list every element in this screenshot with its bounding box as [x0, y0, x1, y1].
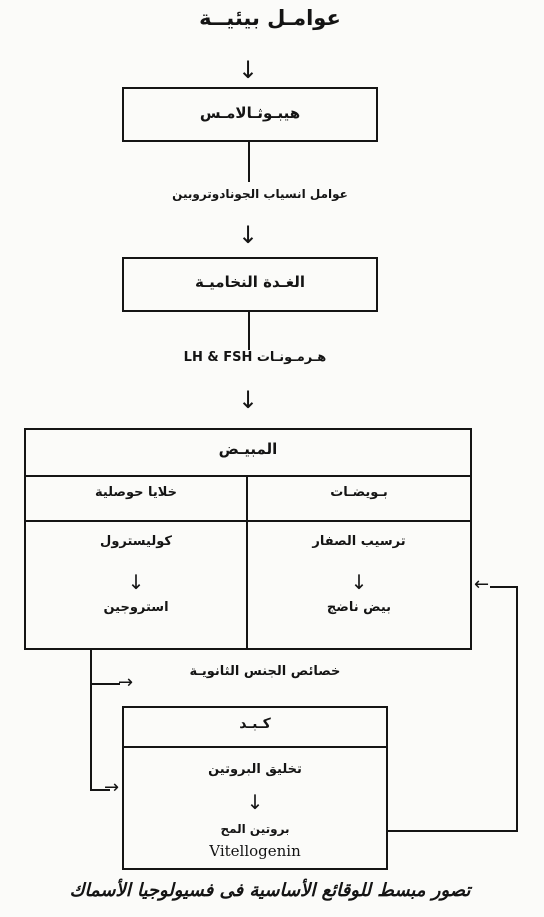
gonadotropin-release-label: عوامل انسياب الجونادوتروبين [172, 187, 348, 201]
vitellogenin-label: Vitellogenin [209, 842, 301, 860]
ovary-header-divider [26, 520, 470, 522]
pituitary-box: الغـدة النخاميـة [122, 257, 378, 312]
liver-branch [90, 789, 110, 791]
liver-title-divider [124, 746, 386, 748]
yolk-deposition-label: ترسيب الصفار [312, 534, 406, 549]
arrow-down-icon: ↓ [127, 570, 145, 594]
yolk-protein-label: بروتين المح [220, 822, 290, 836]
secondary-sex-traits-label: خصائص الجنس الثانويـة [189, 664, 341, 679]
estrogen-label: استروجين [103, 600, 169, 615]
connector-line [248, 312, 250, 350]
liver-title: كـبـد [239, 716, 271, 732]
ovary-box: المبيـض خلايا حوصلية بـويضـات كوليسترول … [24, 428, 472, 650]
ovary-column-divider [246, 475, 248, 648]
figure-caption: تصور مبسط للوقائع الأساسية فى فسيولوجيا … [69, 880, 471, 901]
cholesterol-label: كوليسترول [100, 534, 172, 549]
arrow-right-icon: → [118, 672, 134, 693]
hypothalamus-box: هيبـوثـالامـس [122, 87, 378, 142]
arrow-left-icon: ← [474, 574, 490, 595]
estrogen-path-line [90, 650, 92, 790]
ovary-title: المبيـض [218, 440, 278, 458]
pituitary-label: الغـدة النخاميـة [194, 273, 306, 291]
hormones-label: هـرمـونـات LH & FSH [183, 350, 327, 365]
secondary-traits-branch [90, 683, 120, 685]
mature-egg-label: بيض ناضج [326, 600, 392, 615]
arrow-right-icon: → [104, 777, 120, 798]
hypothalamus-label: هيبـوثـالامـس [199, 104, 301, 122]
connector-line [248, 142, 250, 182]
ovary-title-divider [26, 475, 470, 477]
arrow-down-icon: ↓ [237, 386, 259, 414]
follicle-cells-header: خلايا حوصلية [94, 485, 178, 500]
vitellogenin-feedback-line-vertical [516, 586, 518, 832]
vitellogenin-feedback-line-top [490, 586, 518, 588]
arrow-down-icon: ↓ [350, 570, 368, 594]
eggs-header: بـويضـات [330, 485, 388, 500]
vitellogenin-feedback-line [388, 830, 518, 832]
title-environmental-factors: عوامـل بيئيــة [199, 6, 341, 30]
arrow-down-icon: ↓ [237, 221, 259, 249]
liver-box: كـبـد تخليق البروتين ↓ بروتين المح Vitel… [122, 706, 388, 870]
protein-synthesis-label: تخليق البروتين [208, 762, 302, 777]
arrow-down-icon: ↓ [246, 790, 264, 814]
arrow-down-icon: ↓ [237, 56, 259, 84]
